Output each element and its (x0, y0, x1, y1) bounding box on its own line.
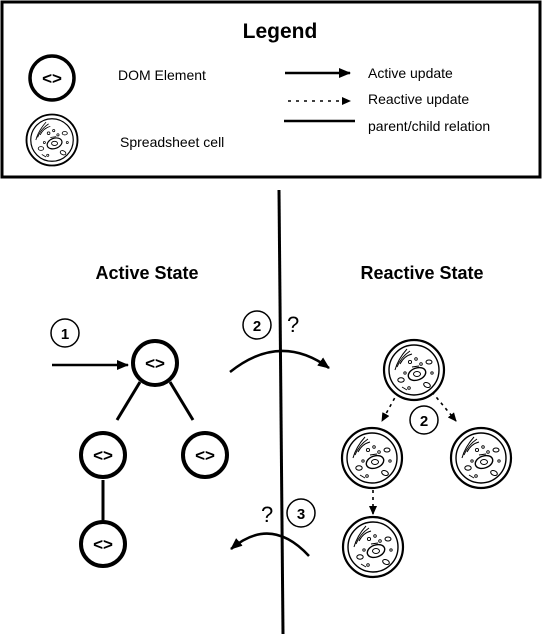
step-badge-2-transition: 2 (242, 310, 272, 340)
svg-text:<>: <> (195, 446, 215, 465)
legend-title: Legend (243, 20, 318, 43)
legend-spreadsheet-cell-label: Spreadsheet cell (120, 134, 224, 150)
dom-node-root: <> (131, 339, 179, 387)
reactive-update-arrow (381, 391, 399, 422)
to-active-arrow (230, 532, 310, 557)
to-reactive-arrow (229, 349, 330, 373)
step-badge-2-reactive: 2 (409, 405, 439, 435)
spreadsheet-cell-grandchild (341, 515, 405, 579)
dom-node-grandchild: <> (79, 520, 127, 568)
state-divider (277, 189, 285, 634)
dom-node-right-child: <> (181, 431, 229, 479)
transition-question-bottom: ? (261, 502, 273, 527)
step-badge-3-transition: 3 (286, 498, 316, 528)
spreadsheet-cell-left-child (340, 426, 404, 490)
svg-text:3: 3 (297, 506, 305, 523)
legend-box: Legend <> DOM Element Spreadsheet cell A… (0, 0, 542, 179)
spreadsheet-cell-right-child (449, 426, 513, 490)
svg-text:2: 2 (420, 413, 428, 430)
reactive-state-title: Reactive State (360, 263, 483, 283)
legend-dom-element-label: DOM Element (118, 67, 206, 83)
svg-text:<>: <> (145, 354, 165, 373)
svg-text:<>: <> (93, 535, 113, 554)
legend-active-update-label: Active update (368, 65, 453, 81)
svg-text:<>: <> (42, 69, 62, 88)
svg-text:<>: <> (93, 446, 113, 465)
spreadsheet-cell-root (382, 338, 446, 402)
dom-element-icon: <> (28, 54, 76, 102)
transition-question-top: ? (287, 312, 299, 337)
spreadsheet-cell-icon (25, 113, 79, 167)
active-state-title: Active State (95, 263, 198, 283)
svg-text:2: 2 (253, 318, 261, 335)
legend-reactive-update-label: Reactive update (368, 91, 469, 107)
svg-text:1: 1 (61, 326, 69, 343)
step-badge-1: 1 (50, 318, 80, 348)
parent-child-edge (115, 381, 142, 421)
parent-child-edge (168, 381, 195, 421)
legend-parent-child-label: parent/child relation (368, 118, 490, 134)
dom-node-left-child: <> (79, 431, 127, 479)
